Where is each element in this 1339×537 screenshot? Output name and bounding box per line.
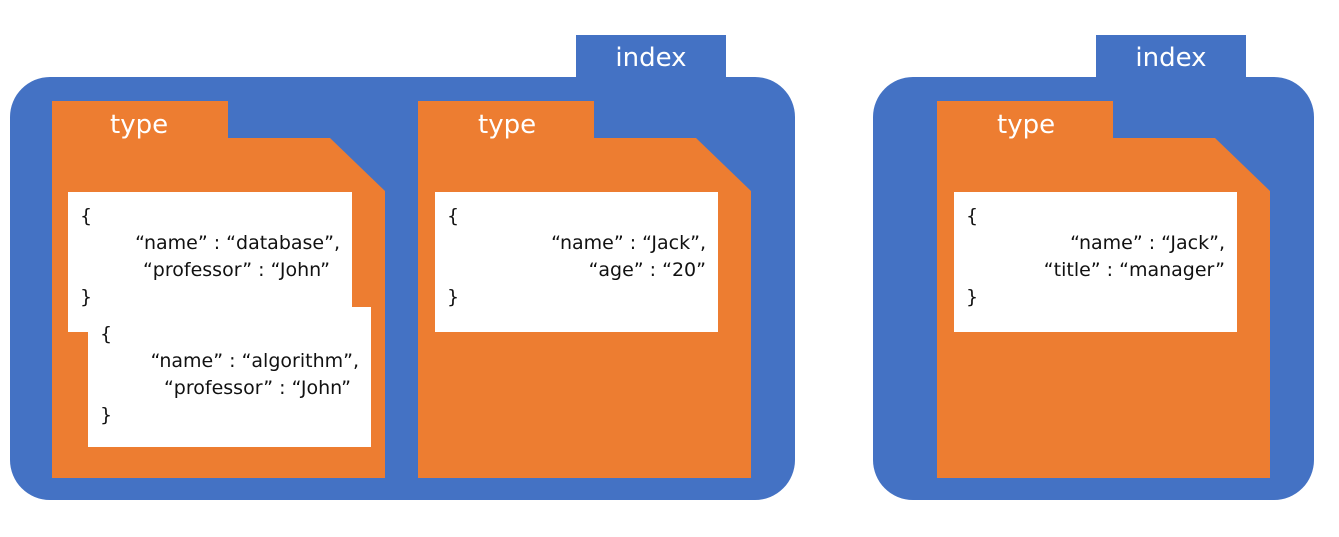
doc-field-line: “name” : “Jack”, bbox=[1070, 232, 1225, 254]
doc-open-brace: { bbox=[447, 205, 460, 227]
index-label-1: index bbox=[615, 43, 687, 73]
doc-close-brace: } bbox=[100, 404, 113, 426]
doc-field-line: “title” : “manager” bbox=[1043, 259, 1225, 281]
doc-field-line: “professor” : “John” bbox=[142, 259, 330, 281]
type-label-1: type bbox=[110, 110, 169, 140]
doc-field-line: “name” : “Jack”, bbox=[551, 232, 706, 254]
index-label-2: index bbox=[1135, 43, 1207, 73]
doc-field-line: “name” : “database”, bbox=[135, 232, 340, 254]
doc-field-line: “professor” : “John” bbox=[163, 377, 351, 399]
doc-close-brace: } bbox=[447, 286, 460, 308]
doc-close-brace: } bbox=[80, 286, 93, 308]
index-tab-2: index bbox=[1096, 35, 1246, 81]
document-card-2: { “name” : “algorithm”, “professor” : “J… bbox=[88, 307, 371, 447]
doc-open-brace: { bbox=[966, 205, 979, 227]
type-label-3: type bbox=[997, 110, 1056, 140]
doc-field-line: “name” : “algorithm”, bbox=[150, 350, 359, 372]
document-card-3: { “name” : “Jack”, “age” : “20” } bbox=[435, 192, 718, 332]
index-tab-1: index bbox=[576, 35, 726, 81]
doc-open-brace: { bbox=[80, 205, 93, 227]
document-card-4: { “name” : “Jack”, “title” : “manager” } bbox=[954, 192, 1237, 332]
type-label-2: type bbox=[478, 110, 537, 140]
doc-close-brace: } bbox=[966, 286, 979, 308]
doc-open-brace: { bbox=[100, 323, 113, 345]
doc-field-line: “age” : “20” bbox=[588, 259, 706, 281]
